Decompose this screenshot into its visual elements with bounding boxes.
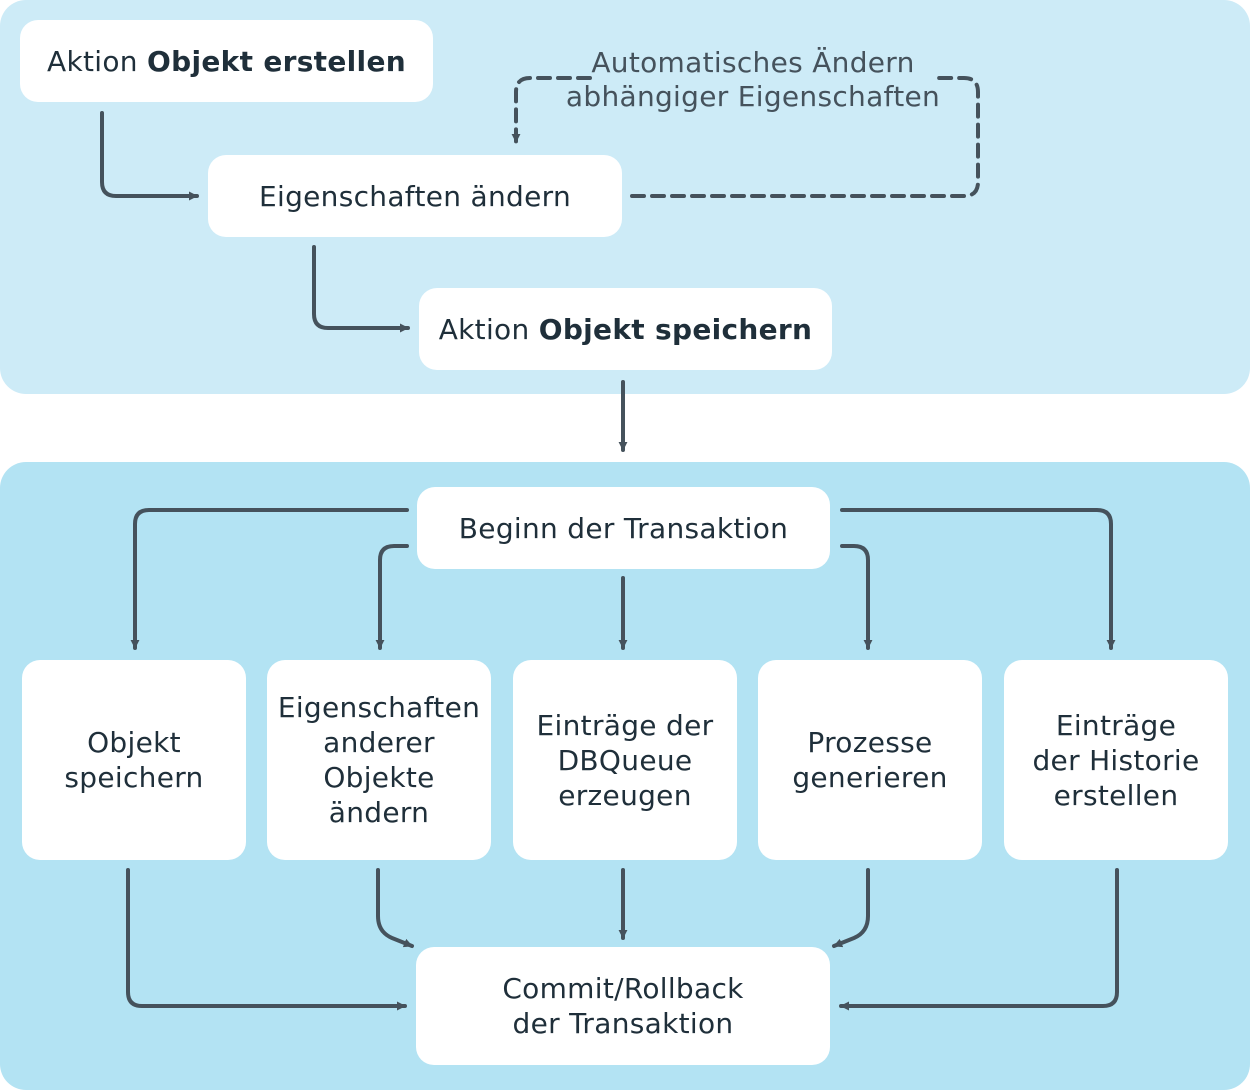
step-history-entries-box: Einträge der Historie erstellen	[1004, 660, 1228, 860]
arrow-begin-to-step-5	[840, 508, 1116, 650]
arrow-step-1-to-commit	[126, 868, 407, 1011]
step-dbqueue-entries-box: Einträge der DBQueue erzeugen	[513, 660, 737, 860]
loop-dashed-arrow	[516, 76, 980, 198]
commit-rollback-box: Commit/Rollback der Transaktion	[416, 947, 830, 1065]
save-object-bold: Objekt speichern	[538, 312, 813, 346]
create-object-bold: Objekt erstellen	[147, 44, 406, 78]
arrow-begin-to-step-4	[840, 544, 873, 650]
save-object-box: Aktion Objekt speichern	[419, 288, 832, 370]
arrow-create-to-change	[100, 111, 199, 201]
step-label: Prozesse generieren	[792, 726, 948, 794]
arrow-step-2-to-commit	[376, 868, 414, 948]
arrow-change-to-save	[312, 245, 410, 333]
step-label: Einträge der DBQueue erzeugen	[536, 708, 714, 812]
step-save-object-box: Objekt speichern	[22, 660, 246, 860]
arrow-step-4-to-commit	[832, 868, 870, 948]
save-object-prefix: Aktion	[438, 312, 539, 346]
arrow-step-5-to-commit	[839, 868, 1119, 1011]
step-label: Objekt speichern	[64, 726, 204, 794]
change-properties-box: Eigenschaften ändern	[208, 155, 622, 237]
arrow-begin-to-step-1	[130, 508, 409, 650]
create-object-box: Aktion Objekt erstellen	[20, 20, 433, 102]
begin-transaction-label: Beginn der Transaktion	[458, 511, 789, 545]
step-generate-processes-box: Prozesse generieren	[758, 660, 982, 860]
change-properties-label: Eigenschaften ändern	[259, 179, 571, 213]
commit-rollback-label: Commit/Rollback der Transaktion	[502, 972, 744, 1040]
step-label: Eigenschaften anderer Objekte ändern	[277, 691, 481, 829]
create-object-prefix: Aktion	[47, 44, 148, 78]
step-label: Einträge der Historie erstellen	[1032, 708, 1200, 812]
loop-label: Automatisches Ändern abhängiger Eigensch…	[565, 46, 941, 113]
arrow-begin-to-step-2	[375, 544, 409, 650]
begin-transaction-box: Beginn der Transaktion	[417, 487, 830, 569]
step-change-other-properties-box: Eigenschaften anderer Objekte ändern	[267, 660, 491, 860]
